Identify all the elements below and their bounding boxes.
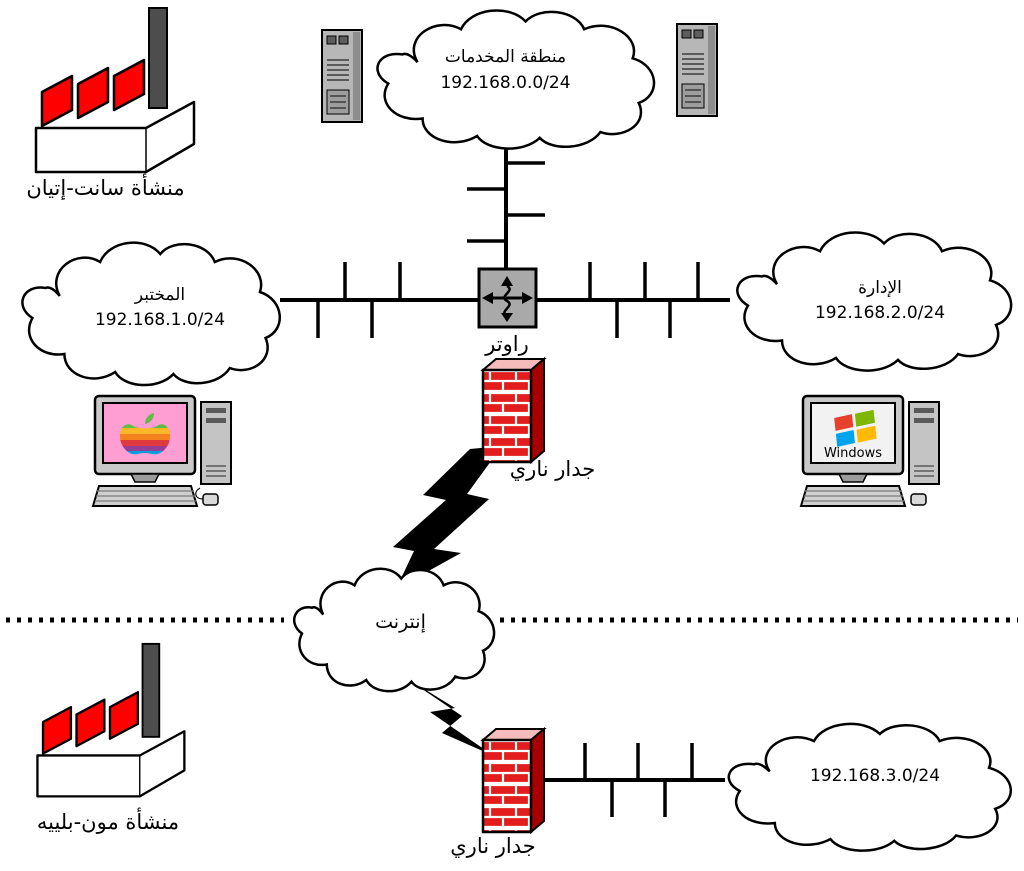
windows-logo-text: Windows: [824, 446, 882, 461]
admin-cloud: [736, 231, 1013, 372]
firewall-icon-hq: [481, 357, 546, 464]
branch-lan-bus: [531, 743, 725, 817]
server-tower-icon-right: [676, 23, 718, 117]
branch-lan-subnet: 192.168.3.0/24: [809, 766, 941, 786]
firewall-icon-branch: [481, 727, 546, 834]
mac-computer-icon: [91, 394, 232, 507]
lab-name: المختبر: [134, 285, 186, 305]
factory-icon-top: [34, 6, 196, 174]
lightning-link-icon-bottom: [400, 674, 494, 756]
router-icon: [477, 267, 538, 329]
windows-computer-icon: Windows: [799, 394, 940, 507]
servers-zone-name: منطقة المخدمات: [444, 47, 567, 67]
lightning-link-icon-top: [393, 446, 502, 589]
router-label: راوتر: [485, 332, 529, 356]
admin-name: الإدارة: [858, 278, 902, 298]
internet-label: إنترنت: [375, 611, 426, 633]
factory-bottom-label: منشأة مون-بلييه: [36, 810, 180, 834]
firewall-branch-label: جدار ناري: [450, 834, 536, 858]
windows-flag-logo: [834, 409, 877, 447]
servers-zone-subnet: 192.168.0.0/24: [440, 73, 571, 93]
server-tower-icon-left: [321, 29, 363, 123]
branch-lan-cloud: [727, 722, 1013, 852]
factory-top-label: منشأة سانت-إتيان: [26, 176, 185, 200]
backbone-bus: [280, 147, 730, 338]
lab-subnet: 192.168.1.0/24: [94, 310, 226, 330]
factory-icon-bottom: [36, 642, 186, 798]
firewall-hq-label: جدار ناري: [509, 457, 596, 481]
admin-subnet: 192.168.2.0/24: [814, 303, 946, 323]
